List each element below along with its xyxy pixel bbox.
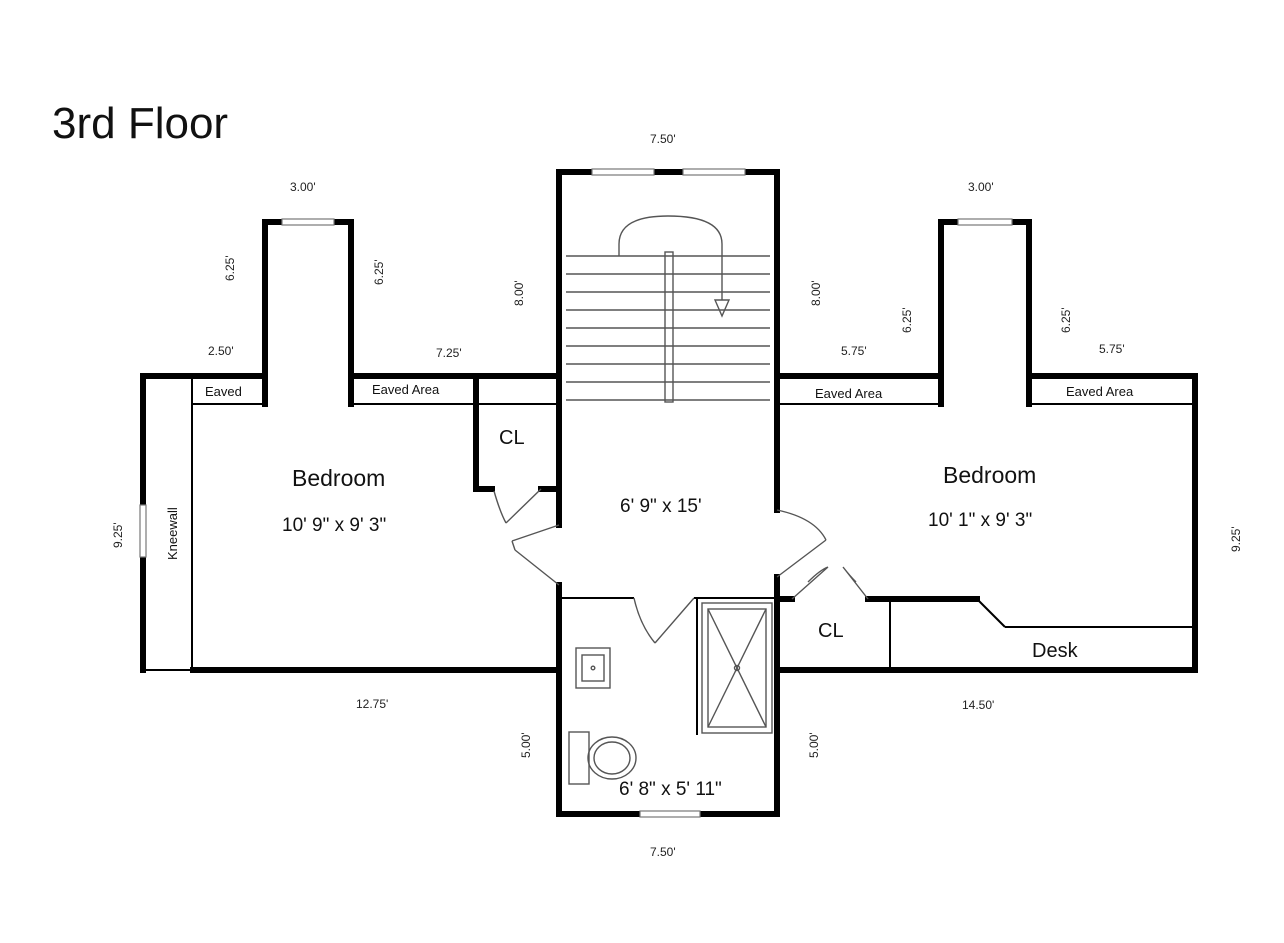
right-closet-door xyxy=(791,566,869,600)
dim-stair-right: 8.00' xyxy=(809,280,823,306)
stair-walls xyxy=(556,169,780,405)
floor-title: 3rd Floor xyxy=(52,99,228,148)
eaved-area-mid-label: Eaved Area xyxy=(815,386,883,401)
left-bedroom-name: Bedroom xyxy=(292,465,385,491)
dim-left-dormer-right: 6.25' xyxy=(372,259,386,285)
eaved-area-left-label: Eaved Area xyxy=(372,382,440,397)
bath-sink xyxy=(575,647,611,689)
dim-stair-top: 7.50' xyxy=(650,132,676,146)
dim-left-side: 9.25' xyxy=(111,522,125,548)
desk-outline xyxy=(976,598,1192,628)
dim-right-dormer-right: 6.25' xyxy=(1059,307,1073,333)
left-closet-door xyxy=(493,488,542,524)
left-dormer-walls xyxy=(262,219,354,407)
bath-size: 6' 8" x 5' 11" xyxy=(619,779,722,800)
left-closet-label: CL xyxy=(499,427,525,449)
dim-right-dormer-left: 6.25' xyxy=(900,307,914,333)
stair-window-right xyxy=(682,168,746,176)
right-bedroom-size: 10' 1" x 9' 3" xyxy=(928,510,1032,531)
left-bedroom-door xyxy=(511,524,560,586)
kneewall-window xyxy=(139,504,147,558)
right-bedroom-door xyxy=(776,509,827,578)
dim-eaved-mid-left: 7.25' xyxy=(436,346,462,360)
left-bedroom-size: 10' 9" x 9' 3" xyxy=(282,515,386,536)
right-closet-walls xyxy=(774,596,980,667)
right-dormer-window xyxy=(957,218,1013,226)
dim-bath-left: 5.00' xyxy=(519,732,533,758)
dim-bath-bottom: 7.50' xyxy=(650,845,676,859)
dim-eaved-right: 5.75' xyxy=(1099,342,1125,356)
desk-label: Desk xyxy=(1032,640,1079,662)
shower xyxy=(701,602,773,734)
dim-bath-right: 5.00' xyxy=(807,732,821,758)
dim-eaved-mid-right: 5.75' xyxy=(841,344,867,358)
eaved-area-right-label: Eaved Area xyxy=(1066,384,1134,399)
dim-left-bottom: 12.75' xyxy=(356,697,388,711)
dim-right-dormer-top: 3.00' xyxy=(968,180,994,194)
dim-left-dormer-left: 6.25' xyxy=(223,255,237,281)
right-bedroom-name: Bedroom xyxy=(943,462,1036,488)
right-closet-label: CL xyxy=(818,620,844,642)
hall-walls xyxy=(556,399,780,673)
dim-eaved-left: 2.50' xyxy=(208,344,234,358)
staircase xyxy=(566,215,770,403)
eaved-label: Eaved xyxy=(205,384,242,399)
bath-door xyxy=(633,597,695,644)
toilet xyxy=(568,731,637,785)
right-wing-walls xyxy=(774,373,1198,673)
dim-stair-left: 8.00' xyxy=(512,280,526,306)
right-dormer-walls xyxy=(938,219,1032,407)
hall-size: 6' 9" x 15' xyxy=(620,496,702,517)
bath-window xyxy=(639,810,701,818)
dim-right-bottom: 14.50' xyxy=(962,698,994,712)
dim-right-side: 9.25' xyxy=(1229,526,1243,552)
dim-left-dormer-top: 3.00' xyxy=(290,180,316,194)
stair-window-left xyxy=(591,168,655,176)
left-dormer-window xyxy=(281,218,335,226)
kneewall-label: Kneewall xyxy=(165,507,180,560)
